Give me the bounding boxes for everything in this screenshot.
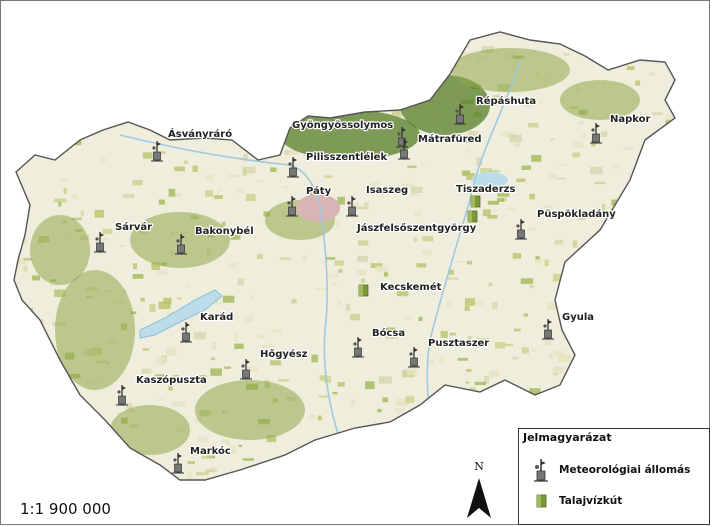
weather-station-icon (175, 234, 187, 255)
legend-title: Jelmagyarázat (523, 431, 612, 444)
station-label: Sárvár (115, 221, 152, 233)
legend-item-station: Meteorológiai állomás (531, 457, 690, 483)
weather-station-icon (515, 219, 527, 240)
groundwater-well-icon (467, 210, 478, 223)
weather-station-icon (116, 385, 128, 406)
legend-label-station: Meteorológiai állomás (559, 464, 691, 476)
station-label: Répáshuta (476, 95, 536, 107)
weather-station-icon (346, 196, 358, 217)
scale-text: 1:1 900 000 (20, 500, 111, 518)
weather-station-icon (287, 157, 299, 178)
weather-station-icon (534, 459, 548, 482)
station-label: Kaszópuszta (136, 374, 207, 386)
weather-station-icon (94, 232, 106, 253)
station-label: Pusztaszer (428, 338, 489, 349)
legend: Jelmagyarázat Meteorológiai állomás Tala… (518, 428, 710, 525)
north-arrow-icon: N (467, 460, 491, 518)
station-label: Gyula (562, 312, 594, 323)
north-letter: N (474, 460, 484, 473)
weather-station-icon (398, 139, 410, 160)
station-label: Gyöngyössolymos (292, 120, 393, 131)
legend-item-well: Talajvízkút (531, 493, 622, 509)
well-label: Tiszaderzs (456, 184, 515, 195)
station-label: Páty (306, 185, 332, 197)
map-labels: Ásványráró RépáshutaGyöngyössolymosMátraf… (114, 94, 652, 458)
weather-station-icon (180, 322, 192, 343)
station-label: Karád (200, 311, 233, 323)
station-label: Mátrafüred (418, 133, 482, 145)
station-label: Ásványráró (168, 127, 232, 140)
well-label: Jászfelsőszentgyörgy (356, 222, 477, 234)
station-label: Hőgyész (260, 348, 308, 360)
station-label: Bakonybél (195, 225, 254, 237)
weather-station-icon (240, 359, 252, 380)
weather-station-icon (151, 141, 163, 162)
legend-label-well: Talajvízkút (559, 495, 623, 507)
station-label: Bócsa (372, 327, 405, 339)
groundwater-well-icon (536, 494, 547, 508)
station-label: Napkor (610, 114, 651, 125)
station-label: Markóc (190, 445, 231, 457)
well-label: Kecskemét (380, 281, 442, 293)
weather-station-icon (352, 337, 364, 358)
station-label: Püspökladány (537, 208, 616, 220)
weather-station-icon (408, 347, 420, 368)
groundwater-well-icon (358, 284, 369, 297)
groundwater-well-icon (470, 195, 481, 208)
weather-station-icon (286, 196, 298, 217)
map-symbols (94, 104, 602, 474)
station-label: Isaszeg (366, 185, 408, 196)
weather-station-icon (454, 104, 466, 125)
station-label: Pilisszentlélek (306, 151, 387, 163)
weather-station-icon (590, 123, 602, 144)
weather-station-icon (172, 453, 184, 474)
weather-station-icon (542, 319, 554, 340)
